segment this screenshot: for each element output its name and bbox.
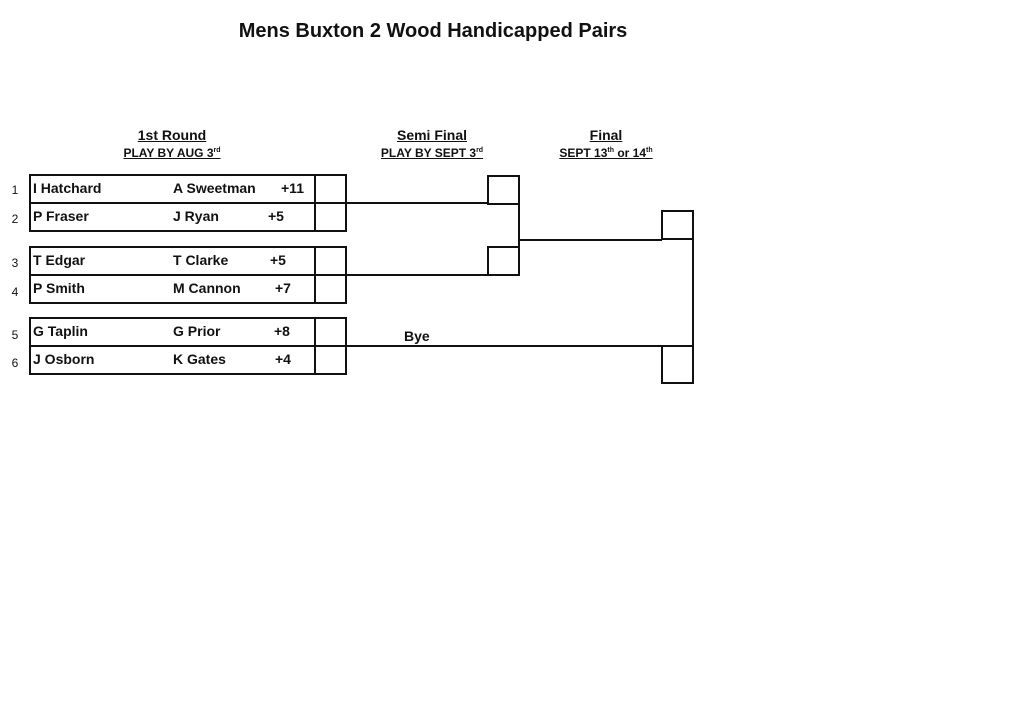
round-name: Final xyxy=(589,127,623,143)
entry-handicap: +4 xyxy=(275,351,291,367)
final-box-1 xyxy=(661,210,694,240)
score-column-divider xyxy=(314,174,316,232)
entry-handicap: +11 xyxy=(281,180,304,196)
entry-handicap: +8 xyxy=(274,323,290,339)
pair-divider xyxy=(29,274,347,276)
entry-handicap: +7 xyxy=(275,280,291,296)
entry-player-2: K Gates xyxy=(173,351,226,367)
bye-label: Bye xyxy=(404,328,430,344)
entry-player-1: G Taplin xyxy=(33,323,88,339)
entry-number: 2 xyxy=(11,212,19,226)
entry-player-2: T Clarke xyxy=(173,252,229,268)
entry-player-2: A Sweetman xyxy=(173,180,256,196)
bracket-line xyxy=(692,238,694,346)
bracket-line xyxy=(518,239,662,241)
round-header-1st-round: 1st Round PLAY BY AUG 3rd xyxy=(102,127,242,160)
entry-number: 1 xyxy=(11,183,19,197)
round-deadline: SEPT 13th or 14th xyxy=(559,146,653,160)
entry-player-2: G Prior xyxy=(173,323,221,339)
semi-final-box-2 xyxy=(487,246,520,276)
entry-player-1: T Edgar xyxy=(33,252,86,268)
entry-number: 6 xyxy=(11,356,19,370)
round-header-final: Final SEPT 13th or 14th xyxy=(536,127,676,160)
round-name: 1st Round xyxy=(137,127,207,143)
entry-player-2: M Cannon xyxy=(173,280,241,296)
entry-handicap: +5 xyxy=(268,208,284,224)
entry-number: 3 xyxy=(11,256,19,270)
semi-final-box-1 xyxy=(487,175,520,205)
bracket-line xyxy=(347,202,489,204)
entry-player-1: P Fraser xyxy=(33,208,89,224)
round-deadline: PLAY BY AUG 3rd xyxy=(123,146,221,160)
bracket-line xyxy=(347,345,662,347)
final-box-2 xyxy=(661,345,694,384)
round-deadline: PLAY BY SEPT 3rd xyxy=(380,146,484,160)
entry-number: 4 xyxy=(11,285,19,299)
score-column-divider xyxy=(314,246,316,304)
entry-player-1: P Smith xyxy=(33,280,85,296)
entry-player-2: J Ryan xyxy=(173,208,219,224)
entry-player-1: J Osborn xyxy=(33,351,95,367)
entry-number: 5 xyxy=(11,328,19,342)
entry-handicap: +5 xyxy=(270,252,286,268)
round-name: Semi Final xyxy=(396,127,468,143)
pair-divider xyxy=(29,345,347,347)
score-column-divider xyxy=(314,317,316,375)
bracket-line xyxy=(347,274,489,276)
pair-divider xyxy=(29,202,347,204)
round-header-semi-final: Semi Final PLAY BY SEPT 3rd xyxy=(357,127,507,160)
page-title: Mens Buxton 2 Wood Handicapped Pairs xyxy=(238,20,628,42)
entry-player-1: I Hatchard xyxy=(33,180,102,196)
